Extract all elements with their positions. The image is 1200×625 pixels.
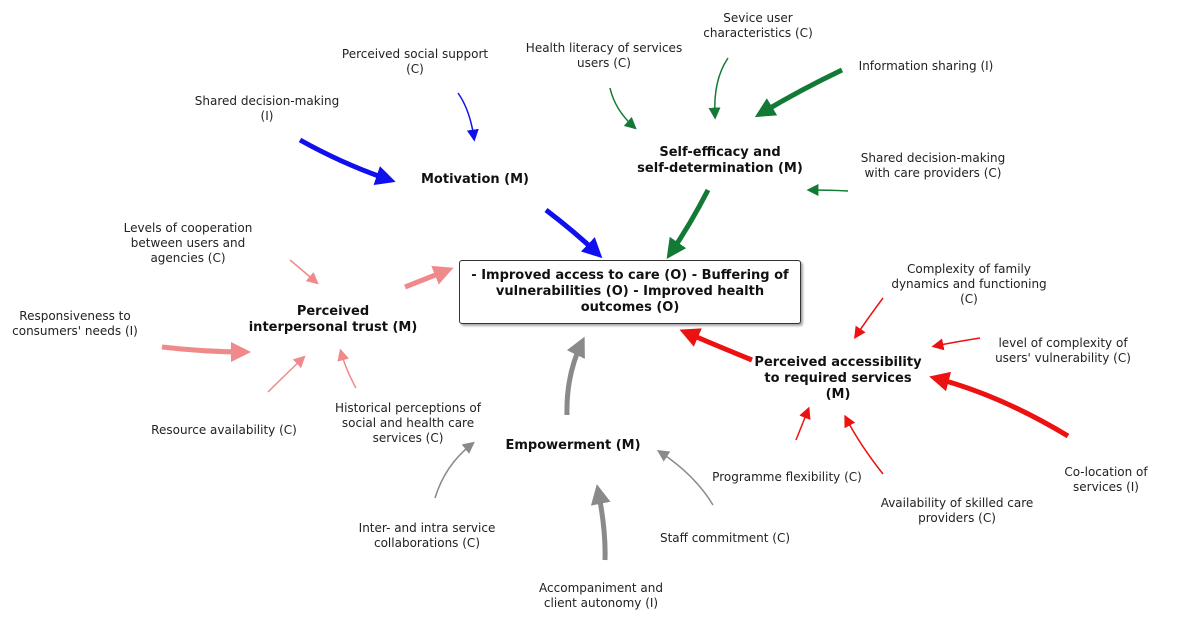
arrow-responsiveness-to-trust (161, 341, 251, 362)
factor-information-sharing: Information sharing (I) (858, 59, 994, 73)
arrow-self-efficacy-to-outcome (666, 188, 711, 259)
arrow-empowerment-to-outcome (564, 336, 585, 416)
arrow-shared-decision-to-motivation (298, 137, 396, 186)
arrow-colocation-to-accessibility (929, 371, 1070, 439)
arrow-motivation-to-outcome (544, 208, 603, 259)
factor-shared-decision: Shared decision-making (I) (194, 94, 340, 123)
arrow-user-characteristics-to-self-efficacy (708, 57, 729, 120)
factor-shared-decision-providers: Shared decision-making with care provide… (860, 151, 1006, 180)
factor-historical-perceptions: Historical perceptions of social and hea… (335, 401, 481, 445)
factor-accompaniment: Accompaniment and client autonomy (I) (539, 581, 663, 610)
factor-cooperation: Levels of cooperation between users and … (123, 221, 253, 265)
factor-user-characteristics: Sevice user characteristics (C) (703, 11, 813, 40)
arrow-resource-availability-to-trust (267, 355, 306, 393)
arrow-accessibility-to-outcome (679, 328, 753, 363)
factor-staff-commitment: Staff commitment (C) (659, 531, 791, 545)
mechanism-accessibility: Perceived accessibility to required serv… (754, 355, 922, 402)
factor-health-literacy: Health literacy of services users (C) (525, 41, 683, 70)
mechanism-motivation: Motivation (M) (421, 172, 529, 187)
arrow-collaborations-to-empowerment (434, 441, 475, 499)
factor-colocation: Co-location of services (I) (1064, 465, 1148, 494)
factor-responsiveness: Responsiveness to consumers' needs (I) (12, 309, 138, 338)
arrow-trust-to-outcome (404, 265, 454, 290)
arrow-information-sharing-to-self-efficacy (754, 67, 844, 118)
arrow-skilled-providers-to-accessibility (844, 414, 884, 475)
factor-collaborations: Inter- and intra service collaborations … (358, 521, 496, 550)
factor-family-dynamics: Complexity of family dynamics and functi… (891, 262, 1047, 306)
arrow-vulnerability-to-accessibility (931, 337, 981, 351)
outcome-box: - Improved access to care (O) - Bufferin… (459, 260, 801, 324)
factor-social-support: Perceived social support (C) (341, 47, 489, 76)
factor-vulnerability: level of complexity of users' vulnerabil… (995, 336, 1131, 365)
arrow-shared-decision-providers-to-self-efficacy (806, 184, 849, 197)
arrow-cooperation-to-trust (289, 259, 319, 285)
factor-programme-flexibility: Programme flexibility (C) (712, 470, 862, 484)
outcome-label: - Improved access to care (O) - Bufferin… (471, 268, 789, 315)
arrow-family-dynamics-to-accessibility (854, 297, 884, 339)
mechanism-self-efficacy: Self-efficacy and self-determination (M) (637, 145, 803, 176)
arrow-accompaniment-to-empowerment (590, 484, 611, 561)
arrow-social-support-to-motivation (457, 92, 479, 142)
factor-skilled-providers: Availability of skilled care providers (… (880, 496, 1034, 525)
arrow-health-literacy-to-self-efficacy (609, 87, 637, 130)
mechanism-trust: Perceived interpersonal trust (M) (248, 304, 418, 335)
arrow-staff-commitment-to-empowerment (656, 450, 714, 506)
factor-resource-availability: Resource availability (C) (151, 423, 297, 437)
mechanism-empowerment: Empowerment (M) (505, 438, 641, 453)
arrow-historical-perceptions-to-trust (337, 348, 357, 389)
arrow-programme-flexibility-to-accessibility (795, 406, 811, 441)
